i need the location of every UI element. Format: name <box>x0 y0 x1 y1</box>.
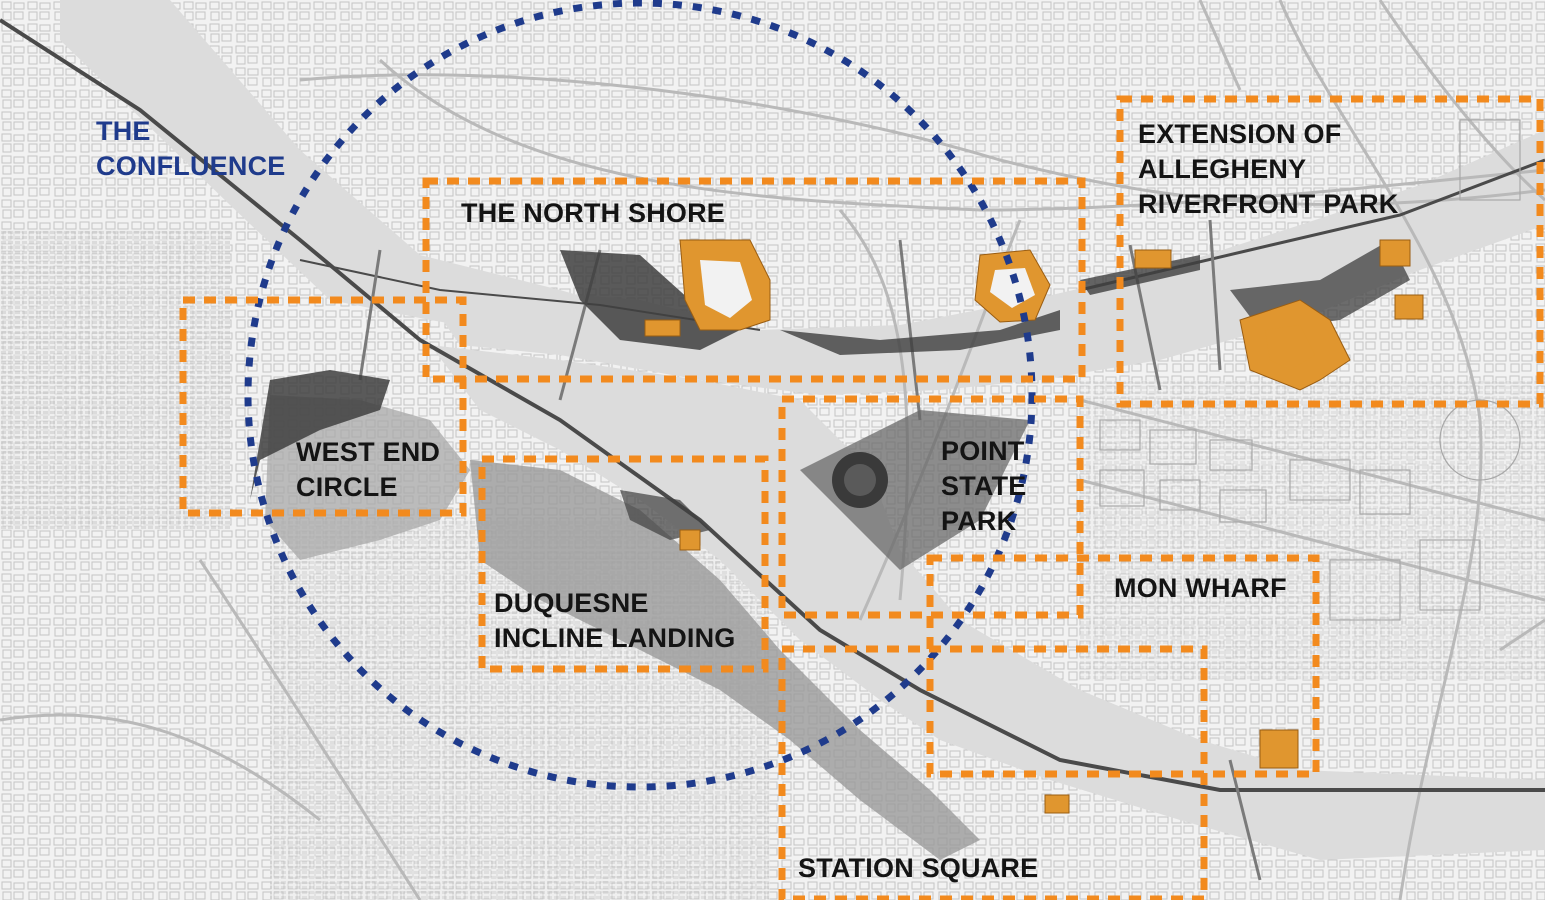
residential-west <box>0 230 230 530</box>
stadium-fields <box>700 260 1315 370</box>
confluence-label: THE CONFLUENCE <box>96 114 286 184</box>
allegheny-riverfront-label-line-3: RIVERFRONT PARK <box>1138 189 1399 219</box>
allegheny-riverfront-label: EXTENSION OF ALLEGHENY RIVERFRONT PARK <box>1138 117 1399 222</box>
point-state-park-label-line-2: STATE <box>941 471 1027 501</box>
north-shore-label: THE NORTH SHORE <box>461 196 725 231</box>
zone-box-point-state-park <box>778 395 1084 619</box>
zone-box-west-end-circle <box>179 296 467 517</box>
downtown-blocks <box>1099 119 1521 621</box>
zone-box-mon-wharf <box>926 554 1320 778</box>
zone-box-station-square <box>778 645 1208 900</box>
west-end-circle-label-line-2: CIRCLE <box>296 472 398 502</box>
mon-wharf-label: MON WHARF <box>1114 571 1287 606</box>
allegheny-riverfront-label-line-1: EXTENSION OF <box>1138 119 1342 149</box>
monongahela-river <box>430 345 1545 860</box>
point-state-park-label-line-3: PARK <box>941 506 1017 536</box>
point-state-park-label: POINT STATE PARK <box>941 434 1027 539</box>
park-areas <box>250 240 1410 540</box>
point-state-park-area <box>800 410 1030 570</box>
north-shore-label-line-1: THE NORTH SHORE <box>461 198 726 228</box>
river-shadow-west <box>265 395 470 560</box>
mon-wharf-label-line-1: MON WHARF <box>1114 573 1287 603</box>
west-end-circle-label-line-1: WEST END <box>296 437 441 467</box>
confluence-label-line-1: THE <box>96 116 151 146</box>
river-shadow-south <box>470 460 980 860</box>
point-state-park-label-line-1: POINT <box>941 436 1025 466</box>
zone-box-north-shore <box>422 177 1086 383</box>
confluence-label-line-2: CONFLUENCE <box>96 151 286 181</box>
duquesne-incline-label-line-2: INCLINE LANDING <box>494 623 736 653</box>
station-square-label: STATION SQUARE <box>798 851 1038 886</box>
confluence-circle <box>244 0 1036 791</box>
zone-box-allegheny-riverfront <box>1116 95 1544 408</box>
ohio-river <box>60 0 700 345</box>
duquesne-incline-label-line-1: DUQUESNE <box>494 588 649 618</box>
west-end-circle-label: WEST END CIRCLE <box>296 435 440 505</box>
zone-box-duquesne-incline <box>478 455 769 673</box>
duquesne-incline-label: DUQUESNE INCLINE LANDING <box>494 586 736 656</box>
station-square-label-line-1: STATION SQUARE <box>798 853 1039 883</box>
allegheny-riverfront-label-line-2: ALLEGHENY <box>1138 154 1307 184</box>
zone-outlines <box>179 95 1544 900</box>
